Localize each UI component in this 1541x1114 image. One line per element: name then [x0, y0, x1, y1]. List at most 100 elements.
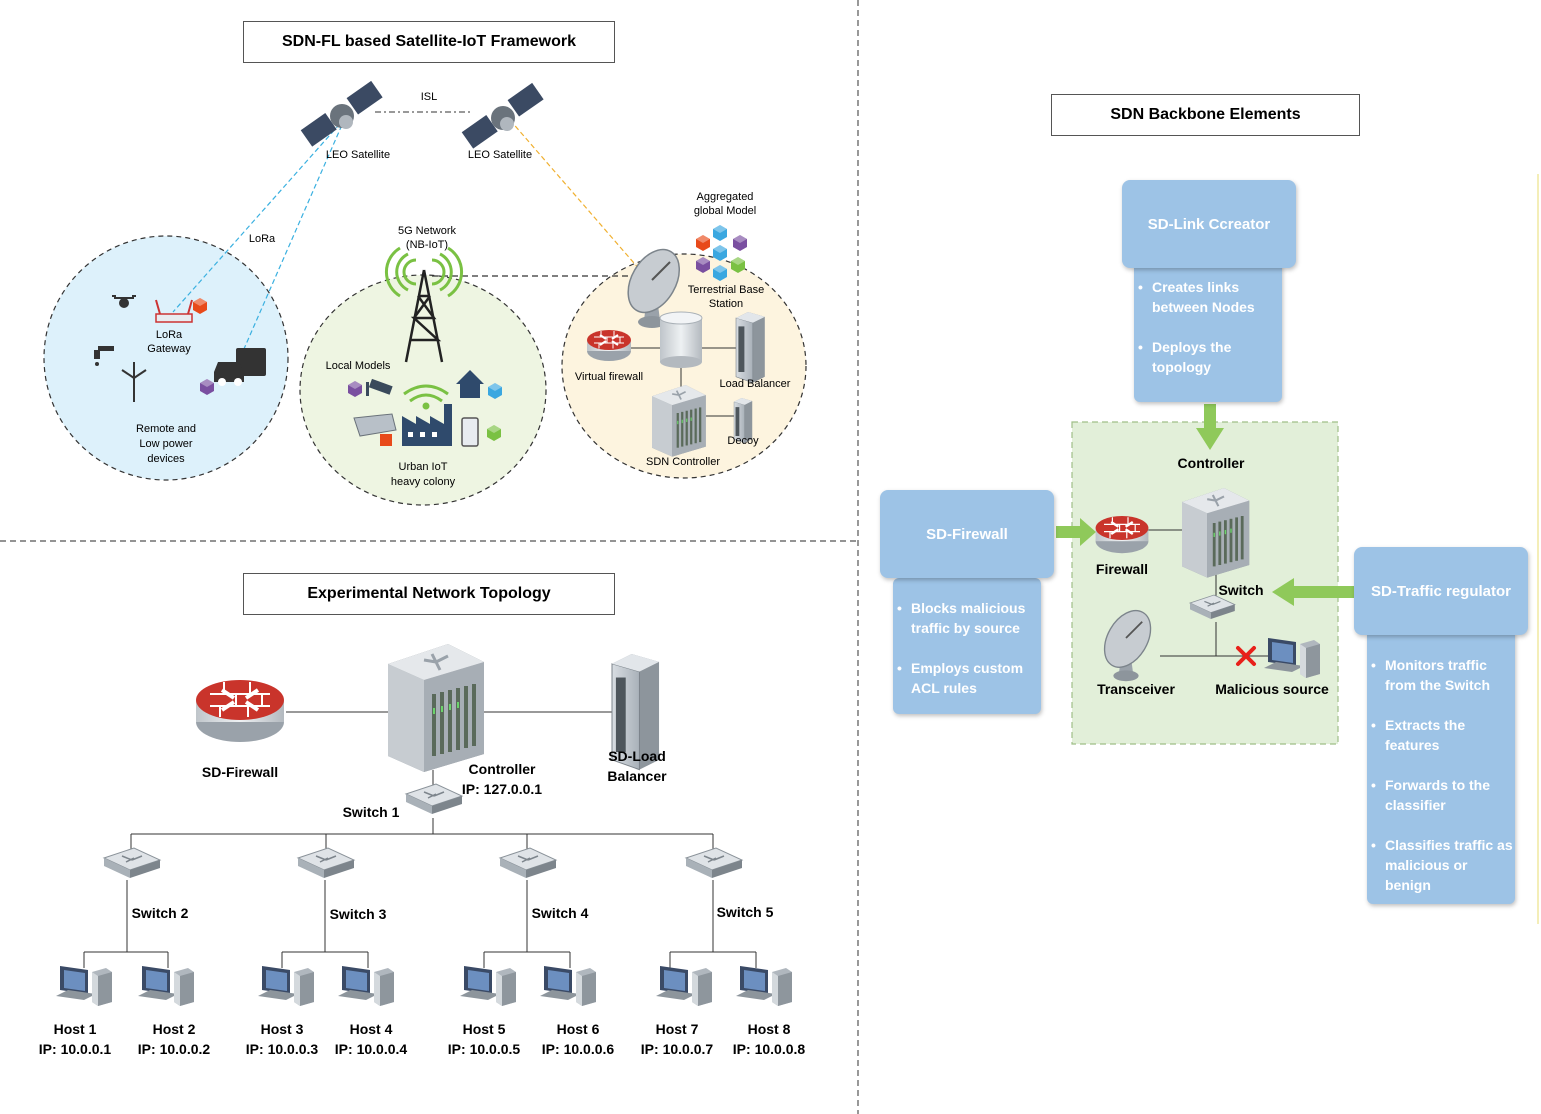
remote-devices-label: Remote and Low power devices: [136, 423, 196, 465]
host-4-pc-icon: [338, 966, 394, 1006]
firewall-panel-title: SD-Firewall: [880, 490, 1054, 578]
wifi-icon: [403, 384, 449, 410]
leo-satellite-1-icon: [300, 80, 383, 147]
switch-drops: [83, 834, 757, 968]
backbone-switch-label: Switch: [1218, 582, 1264, 598]
sdn-controller-icon: [651, 384, 707, 458]
host-2-pc-icon: [138, 966, 194, 1006]
firewall-panel-item: Employs custom ACL rules: [897, 658, 1041, 698]
blocked-x-icon: [1236, 646, 1256, 666]
aggregated-model-label: Aggregated global Model: [693, 191, 757, 217]
firewall-panel-arrow: [1056, 518, 1096, 546]
water-tap-icon: [94, 346, 114, 366]
backbone-firewall-label: Firewall: [1095, 561, 1149, 577]
host-2-ip: IP: 10.0.0.2: [137, 1041, 211, 1057]
5g-signal-icon: [384, 246, 464, 298]
switch-2-label: Switch 2: [131, 905, 189, 921]
switch-3-label: Switch 3: [329, 906, 387, 922]
switch-1-label: Switch 1: [342, 804, 400, 820]
sd-load-balancer-label: SD-Load Balancer: [607, 748, 667, 784]
host-8-pc-icon: [736, 966, 792, 1006]
lora-gateway-icon: [155, 299, 193, 323]
lora-label: LoRa: [248, 233, 276, 245]
host-4-name: Host 4: [349, 1021, 393, 1037]
host-5-name: Host 5: [462, 1021, 506, 1037]
host-1-name: Host 1: [53, 1021, 97, 1037]
link-creator-item: Deploys the topology: [1138, 337, 1282, 377]
traffic-regulator-item: Classifies traffic as malicious or benig…: [1371, 835, 1515, 895]
decoy-label: Decoy: [727, 435, 759, 447]
backbone-controller-icon: [1180, 486, 1251, 579]
host-5-pc-icon: [460, 966, 516, 1006]
cctv-camera-icon: [366, 378, 393, 396]
host-3-name: Host 3: [260, 1021, 304, 1037]
host-2-name: Host 2: [152, 1021, 196, 1037]
host-7-ip: IP: 10.0.0.7: [640, 1041, 714, 1057]
isl-label: ISL: [420, 91, 438, 103]
host-3-ip: IP: 10.0.0.3: [245, 1041, 319, 1057]
cell-tower-icon: [404, 269, 444, 363]
host-7-name: Host 7: [655, 1021, 699, 1037]
5g-network-label: 5G Network (NB-IoT): [397, 225, 457, 251]
sat-ground-link: [509, 119, 641, 271]
host-5-ip: IP: 10.0.0.5: [447, 1041, 521, 1057]
link-creator-title: SD-Link Ccreator: [1122, 180, 1296, 268]
base-station-cylinder-icon: [659, 311, 703, 368]
leo-satellite-2-label: LEO Satellite: [467, 149, 533, 161]
sd-firewall-label: SD-Firewall: [201, 764, 279, 780]
switch-5-icon: [685, 847, 743, 879]
switch-5-label: Switch 5: [716, 904, 774, 920]
host-4-ip: IP: 10.0.0.4: [334, 1041, 408, 1057]
transceiver-label: Transceiver: [1097, 681, 1175, 697]
traffic-regulator-arrow: [1272, 578, 1354, 606]
local-models-label: Local Models: [325, 360, 391, 372]
urban-iot-label: Urban IoT heavy colony: [390, 461, 456, 488]
backbone-controller-label: Controller: [1177, 455, 1245, 471]
traffic-regulator-item: Forwards to the classifier: [1371, 775, 1515, 815]
traffic-regulator-item: Monitors traffic from the Switch: [1371, 655, 1515, 695]
host-7-pc-icon: [656, 966, 712, 1006]
host-1-pc-icon: [56, 966, 112, 1006]
lora-zone: [43, 235, 289, 481]
switch-4-icon: [499, 847, 557, 879]
host-6-pc-icon: [540, 966, 596, 1006]
host-8-ip: IP: 10.0.0.8: [732, 1041, 806, 1057]
virtual-firewall-icon: [586, 329, 632, 362]
traffic-regulator-item: Extracts the features: [1371, 715, 1515, 755]
home-icon: [456, 370, 484, 398]
switch-3-icon: [297, 847, 355, 879]
lora-link-1: [172, 117, 346, 313]
truck-icon: [214, 348, 266, 386]
framework-title: SDN-FL based Satellite-IoT Framework: [243, 21, 615, 63]
sdn-controller-label: SDN Controller: [646, 456, 720, 468]
link-creator-body: Creates links between Nodes Deploys the …: [1134, 262, 1282, 402]
lora-gateway-label: LoRa Gateway: [147, 329, 191, 355]
host-6-ip: IP: 10.0.0.6: [541, 1041, 615, 1057]
lora-link-2: [239, 117, 346, 359]
wind-turbine-icon: [121, 362, 147, 402]
load-balancer-server-icon: [735, 311, 766, 384]
traffic-regulator-title: SD-Traffic regulator: [1354, 547, 1528, 635]
controller-label: Controller IP: 127.0.0.1: [461, 761, 543, 797]
controller-icon: [386, 642, 486, 774]
host-8-name: Host 8: [747, 1021, 791, 1037]
firewall-panel-body: Blocks malicious traffic by source Emplo…: [893, 578, 1041, 714]
traffic-regulator-body: Monitors traffic from the Switch Extract…: [1367, 630, 1515, 904]
link-creator-item: Creates links between Nodes: [1138, 277, 1282, 317]
host-1-ip: IP: 10.0.0.1: [38, 1041, 112, 1057]
load-balancer-label: Load Balancer: [719, 378, 791, 390]
host-6-name: Host 6: [556, 1021, 600, 1037]
firewall-router-icon: [1094, 514, 1150, 555]
host-3-pc-icon: [258, 966, 314, 1006]
malicious-source-label: Malicious source: [1215, 681, 1329, 697]
firewall-panel-item: Blocks malicious traffic by source: [897, 598, 1041, 638]
switch-4-label: Switch 4: [531, 905, 589, 921]
drone-icon: [112, 295, 136, 308]
smartphone-icon: [461, 417, 479, 447]
sd-firewall-router-icon: [194, 678, 286, 744]
link-creator-to-controller-arrow: [1196, 404, 1224, 450]
factory-icon: [402, 404, 452, 446]
switch-2-icon: [103, 847, 161, 879]
